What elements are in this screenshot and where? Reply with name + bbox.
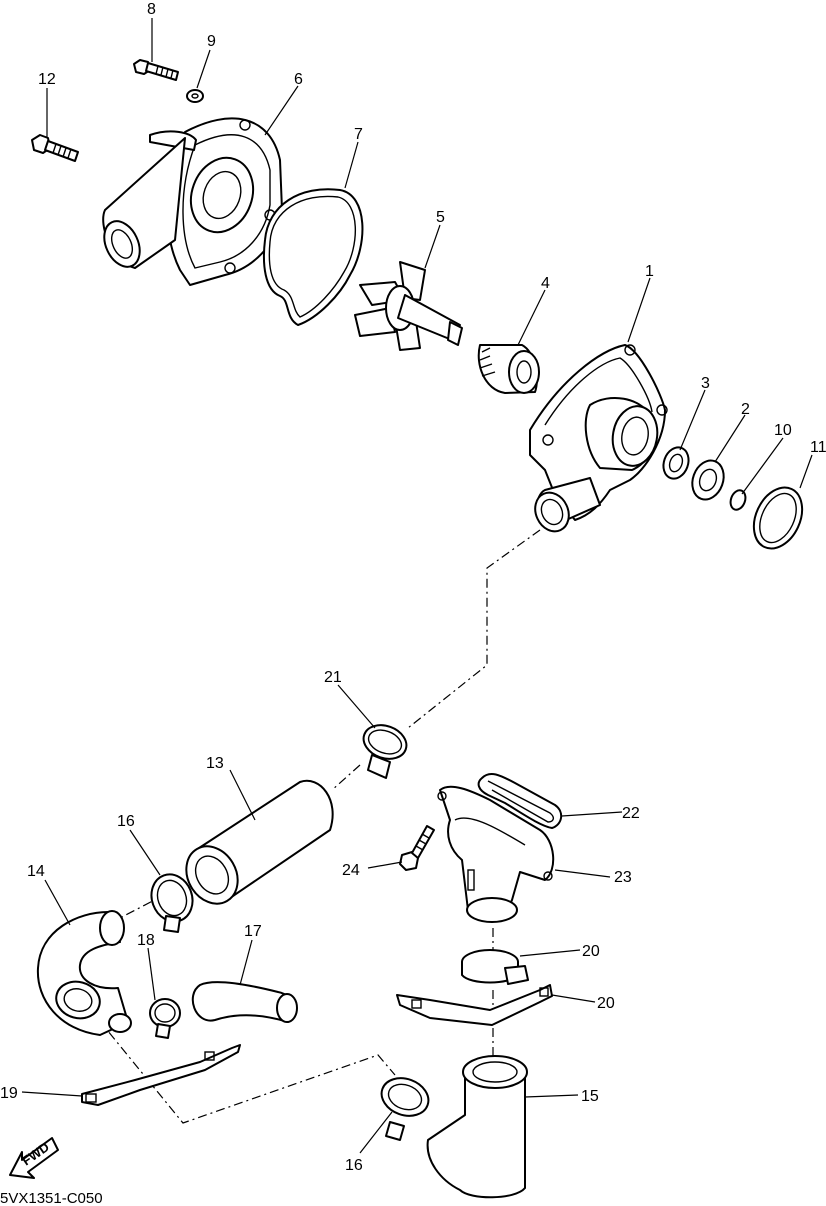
hose-clamp-part-16-upper[interactable] bbox=[145, 869, 199, 933]
callout-labels: 8 9 12 6 7 5 4 1 3 2 10 11 21 13 16 14 1… bbox=[0, 1, 826, 1174]
callout-5: 5 bbox=[436, 209, 445, 226]
hose-clamp-part-22[interactable] bbox=[359, 719, 411, 779]
callout-25: 24 bbox=[342, 862, 360, 879]
callout-16-lower: 16 bbox=[345, 1157, 363, 1174]
callout-2: 2 bbox=[741, 401, 750, 418]
fwd-arrow-icon: FWD bbox=[9, 1137, 59, 1179]
outlet-housing-part-24[interactable] bbox=[437, 785, 555, 923]
hose-clamp-part-16-lower[interactable] bbox=[376, 1072, 433, 1141]
gasket-part-23[interactable] bbox=[477, 772, 563, 829]
oil-seal-part-3[interactable] bbox=[659, 444, 692, 482]
callout-11: 11 bbox=[810, 439, 826, 456]
hose-part-13[interactable] bbox=[176, 779, 334, 913]
callout-15: 15 bbox=[581, 1088, 599, 1105]
callout-8: 8 bbox=[147, 1, 156, 18]
callout-7: 7 bbox=[354, 126, 363, 143]
washer-part-9[interactable] bbox=[186, 89, 204, 103]
bearing-part-2[interactable] bbox=[687, 456, 729, 504]
bracket-part-19[interactable] bbox=[81, 1044, 241, 1106]
callout-13: 13 bbox=[206, 755, 224, 772]
callout-10: 10 bbox=[774, 422, 792, 439]
callout-17: 17 bbox=[244, 923, 262, 940]
pump-cover-part-6[interactable] bbox=[97, 117, 283, 286]
hose-clamp-part-18[interactable] bbox=[149, 998, 181, 1039]
impeller-part-5[interactable] bbox=[354, 261, 463, 351]
callout-16-upper: 16 bbox=[117, 813, 135, 830]
o-ring-part-11[interactable] bbox=[745, 480, 812, 557]
hose-part-15[interactable] bbox=[426, 1055, 528, 1199]
bracket-part-21[interactable] bbox=[396, 984, 553, 1026]
callout-22: 21 bbox=[324, 669, 342, 686]
hose-part-17[interactable] bbox=[191, 981, 298, 1023]
callout-24: 23 bbox=[614, 869, 632, 886]
callout-23: 22 bbox=[622, 805, 640, 822]
hose-clamp-part-20[interactable] bbox=[461, 949, 529, 985]
leader-lines bbox=[21, 18, 813, 1154]
callout-9: 9 bbox=[207, 33, 216, 50]
drawing-code: 5VX1351-C050 bbox=[0, 1190, 103, 1206]
elbow-hose-part-14[interactable] bbox=[36, 910, 132, 1036]
callout-12: 12 bbox=[38, 71, 56, 88]
seal-part-4[interactable] bbox=[477, 344, 540, 394]
bolt-part-8[interactable] bbox=[133, 59, 179, 81]
circlip-part-10[interactable] bbox=[728, 488, 748, 512]
gasket-part-7[interactable] bbox=[262, 188, 364, 326]
callout-3: 3 bbox=[701, 375, 710, 392]
bolt-part-25[interactable] bbox=[399, 825, 435, 871]
callout-18: 18 bbox=[137, 932, 155, 949]
callout-19: 19 bbox=[0, 1085, 18, 1102]
callout-21: 20 bbox=[597, 995, 615, 1012]
callout-14: 14 bbox=[27, 863, 45, 880]
pump-body-part-1[interactable] bbox=[529, 344, 668, 537]
callout-1: 1 bbox=[645, 263, 654, 280]
bolt-part-12[interactable] bbox=[31, 134, 79, 162]
callout-6: 6 bbox=[294, 71, 303, 88]
callout-4: 4 bbox=[541, 275, 550, 292]
callout-20: 20 bbox=[582, 943, 600, 960]
